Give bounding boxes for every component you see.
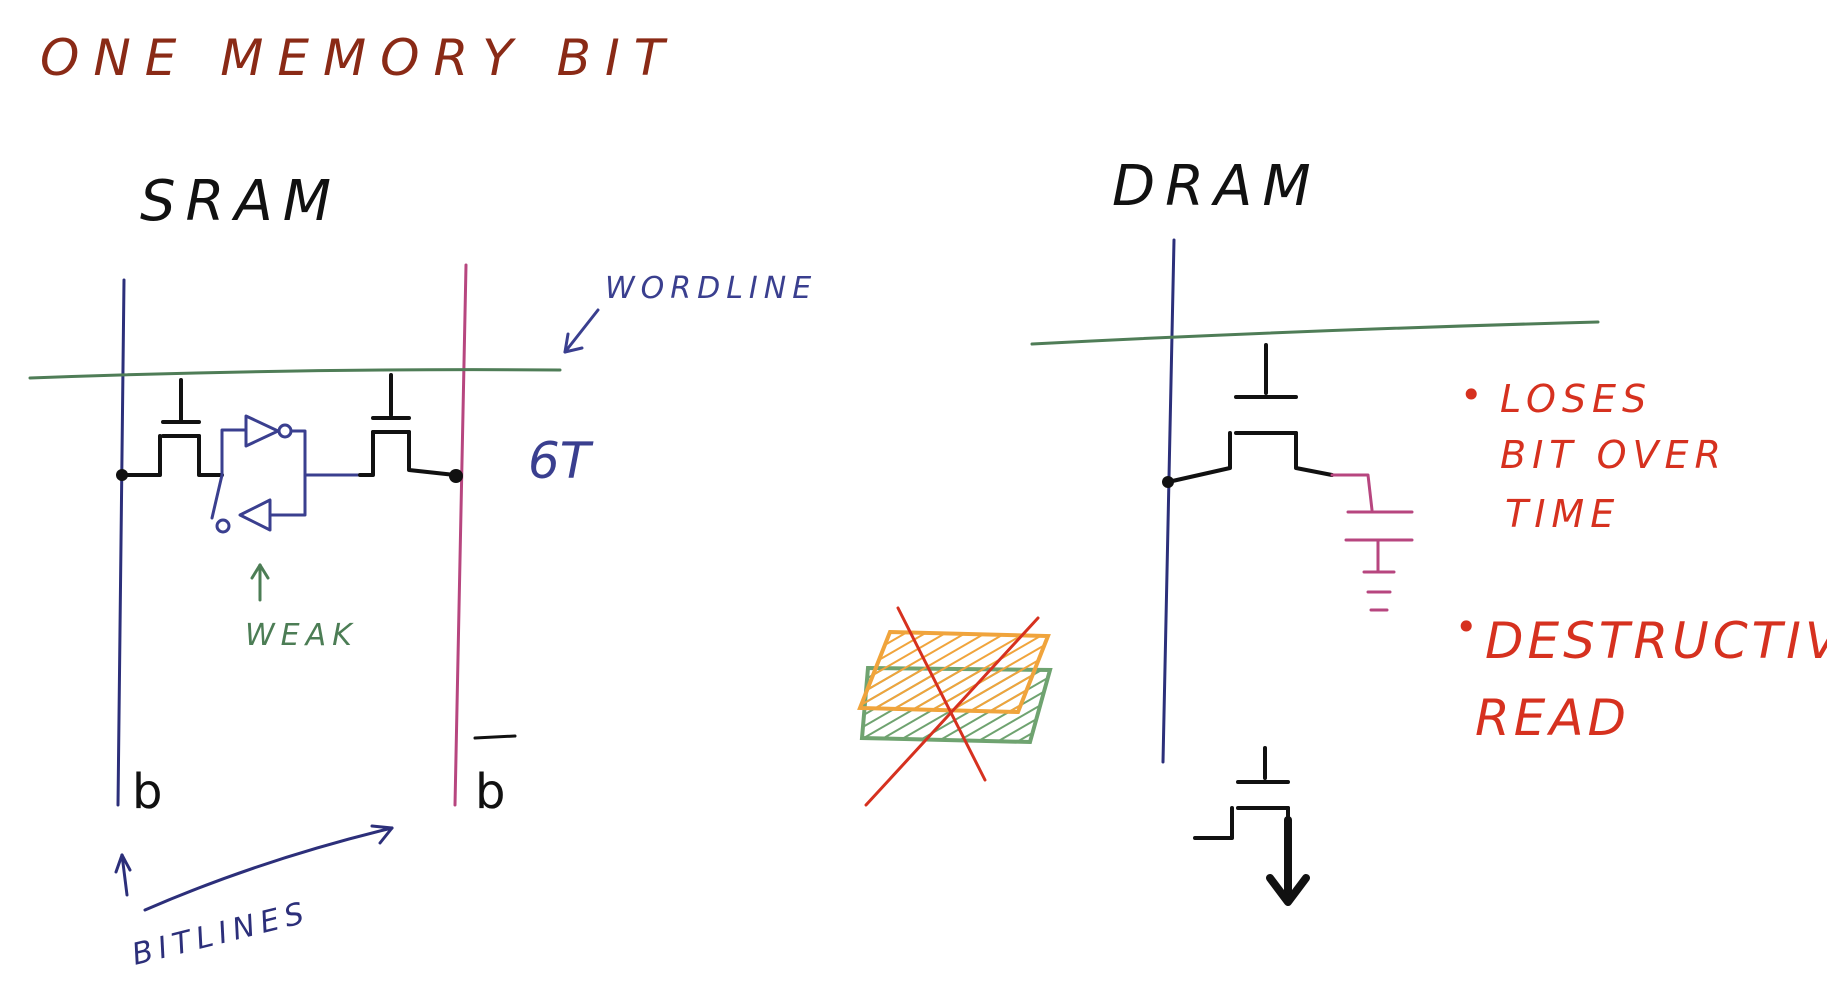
dram-notes: • LOSES BIT OVER TIME • DESTRUCTIVE READ [1455,373,1827,747]
dram-storage-capacitor [1330,473,1414,612]
note-2-line-2: READ [1475,689,1630,747]
chip-layer-orange [857,629,1051,715]
bitline-right-label: b [475,764,505,820]
note-1-line-1: LOSES [1500,377,1652,421]
sram-inverter-pair [210,414,362,534]
note-bullet-1: • [1460,373,1488,417]
sram-access-transistor-left [122,378,224,477]
sram-bitline-left [116,278,126,807]
dram-heading: DRAM [1112,154,1321,219]
wordline-label: WORDLINE [605,271,817,306]
crossed-out-chip-sketch [857,606,1053,807]
bitline-bar-overline [473,734,517,740]
dram-node [1162,476,1174,488]
bitlines-pointer-arrows [114,824,394,912]
discharge-arrow [1266,816,1310,906]
cross-stroke-2 [864,616,1040,807]
page-title: ONE MEMORY BIT [40,29,678,87]
dram-bitline [1161,238,1176,764]
note-1-line-2: BIT OVER [1500,433,1727,477]
sram-access-transistor-right [358,373,457,477]
note-1-line-3: TIME [1505,492,1620,536]
dram-wordline [1030,320,1600,346]
note-2-line-1: DESTRUCTIVE [1485,612,1827,670]
sram-node-right [449,469,463,483]
sram-bitline-right [453,263,468,807]
bitline-left-label: b [132,764,162,820]
dram-access-transistor [1166,343,1334,484]
sram-wordline [28,368,562,380]
dram-read-transistor-sketch [1193,746,1290,840]
note-bullet-2: • [1455,605,1483,649]
sram-heading: SRAM [140,169,341,234]
transistor-count-label: 6T [528,432,594,490]
dram-circuit [1030,238,1600,906]
sram-circuit [28,263,600,912]
weak-pointer-arrow [250,563,270,602]
cross-stroke-1 [896,606,987,782]
sram-node-left [116,469,128,481]
weak-label: WEAK [245,618,358,653]
wordline-pointer-arrow [563,308,600,354]
